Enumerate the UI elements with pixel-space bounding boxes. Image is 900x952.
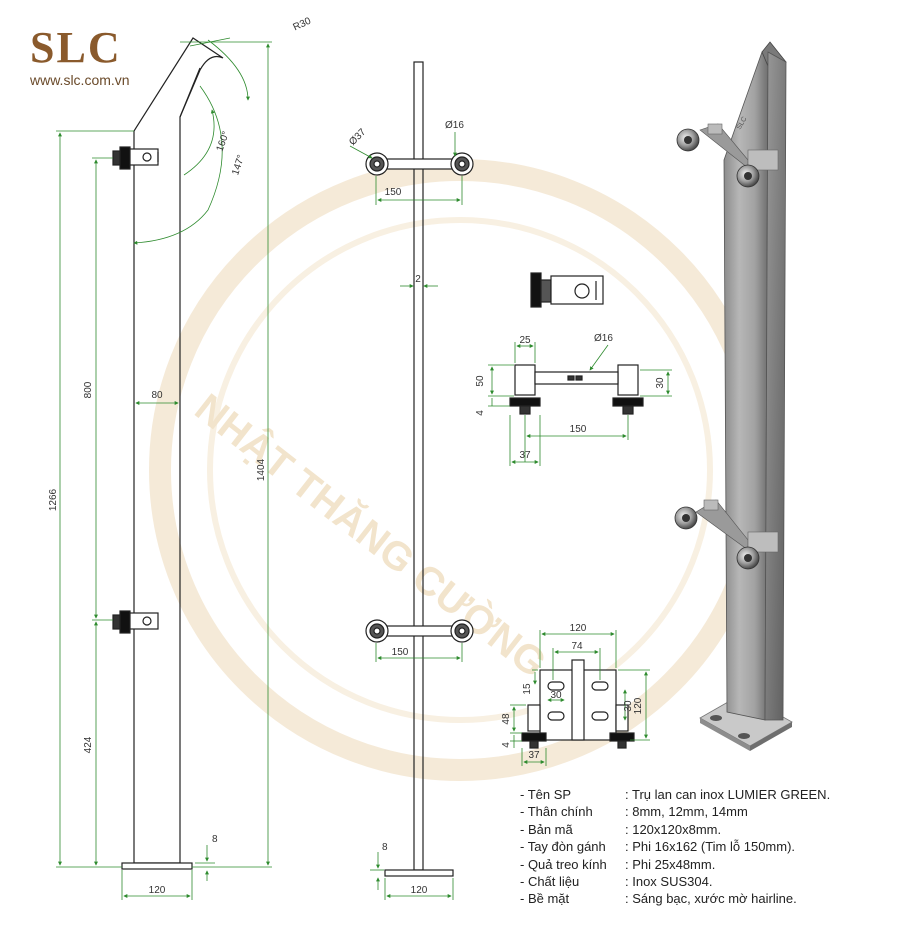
- dim-48: 48: [501, 713, 512, 725]
- dim-2: 2: [415, 274, 421, 285]
- spec-label: - Quả treo kính: [520, 856, 607, 872]
- dim-120-plate-top: 120: [570, 623, 587, 634]
- top-glass-holder: [112, 146, 159, 170]
- dim-d16-detail: Ø16: [594, 333, 613, 344]
- arm-detail-labels: 25 Ø16 50 4 30 150 37: [475, 333, 666, 461]
- spec-value: : Phi 25x48mm.: [625, 856, 716, 872]
- dim-80: 80: [151, 390, 163, 401]
- dim-15: 15: [522, 683, 533, 695]
- logo-url: www.slc.com.vn: [30, 72, 130, 88]
- dim-angle-147: 147°: [230, 154, 247, 177]
- spec-value: : Inox SUS304.: [625, 874, 713, 890]
- bottom-arm: [365, 619, 474, 643]
- post-outline: [133, 37, 224, 864]
- arm-detail: [509, 364, 644, 415]
- dim-4-plate: 4: [501, 742, 512, 748]
- spec-label: - Bản mã: [520, 821, 573, 837]
- dim-1404: 1404: [256, 458, 267, 481]
- arm-detail-dimensions: [488, 342, 672, 466]
- spec-row: - Tay đòn gánh : Phi 16x162 (Tim lỗ 150m…: [520, 838, 890, 855]
- left-elevation-view: [112, 37, 224, 870]
- dim-150-bottom: 150: [392, 647, 409, 658]
- dim-800: 800: [83, 381, 94, 398]
- dim-d16-mid: Ø16: [445, 120, 464, 131]
- left-view-dimensions: [56, 37, 272, 900]
- spec-row: - Quả treo kính : Phi 25x48mm.: [520, 856, 890, 873]
- dim-37-arm: 37: [519, 450, 531, 461]
- dim-8-mid: 8: [382, 842, 388, 853]
- left-view-labels: R30 160° 147° 1404 1266 800 424 80 120 8: [48, 15, 313, 896]
- dim-4-arm: 4: [475, 410, 486, 416]
- dim-150-arm: 150: [570, 424, 587, 435]
- plate-detail-dimensions: [510, 630, 650, 766]
- holder-detail: [530, 272, 604, 308]
- dim-120-mid: 120: [411, 885, 428, 896]
- spec-label: - Chất liệu: [520, 874, 580, 890]
- dim-8-left: 8: [212, 834, 218, 845]
- base-plate: [121, 862, 193, 870]
- dim-30-plate-h: 30: [550, 690, 562, 701]
- dim-37-plate: 37: [528, 750, 540, 761]
- spec-value: : Trụ lan can inox LUMIER GREEN.: [625, 787, 831, 802]
- middle-base-plate: [384, 869, 454, 877]
- spec-row: - Tên SP : Trụ lan can inox LUMIER GREEN…: [520, 786, 890, 803]
- dim-50: 50: [475, 375, 486, 387]
- dim-25: 25: [519, 335, 531, 346]
- middle-elevation-view: [365, 61, 474, 877]
- spec-row: - Bản mã : 120x120x8mm.: [520, 821, 890, 838]
- watermark: NHẬT THĂNG CƯỜNG: [149, 159, 771, 781]
- dim-angle-160: 160°: [215, 130, 232, 153]
- spec-label: - Tên SP: [520, 787, 572, 802]
- dim-424: 424: [83, 736, 94, 753]
- plate-detail-labels: 120 74 15 30 30 120 48 4 37: [501, 623, 644, 761]
- spec-value: : Phi 16x162 (Tim lỗ 150mm).: [625, 839, 796, 855]
- dim-1266: 1266: [48, 488, 59, 511]
- spec-value: : 8mm, 12mm, 14mm: [625, 804, 748, 820]
- dim-30-arm: 30: [655, 377, 666, 389]
- spec-label: - Tay đòn gánh: [520, 839, 606, 855]
- dim-74: 74: [571, 641, 583, 652]
- product-3d-render: SLC: [674, 41, 793, 751]
- dim-150-top: 150: [385, 187, 402, 198]
- spec-value: : 120x120x8mm.: [625, 821, 722, 837]
- dim-120-left: 120: [149, 885, 166, 896]
- spec-label: - Bề mặt: [520, 891, 570, 907]
- spec-value: : Sáng bạc, xước mờ hairline.: [625, 891, 797, 907]
- bottom-glass-holder: [112, 610, 159, 634]
- spec-label: - Thân chính: [520, 804, 593, 820]
- dim-30-plate-v: 30: [623, 700, 634, 712]
- spec-row: - Chất liệu : Inox SUS304.: [520, 873, 890, 890]
- dim-d37: Ø37: [347, 126, 368, 147]
- spec-row: - Bề mặt : Sáng bạc, xước mờ hairline.: [520, 890, 890, 907]
- dim-120-plate-side: 120: [633, 697, 644, 714]
- spec-list: - Tên SP : Trụ lan can inox LUMIER GREEN…: [520, 786, 890, 908]
- slc-logo: SLC www.slc.com.vn: [30, 26, 170, 94]
- plate-detail: [521, 659, 635, 749]
- logo-letters: SLC: [30, 23, 122, 72]
- spec-row: - Thân chính : 8mm, 12mm, 14mm: [520, 803, 890, 820]
- top-arm: [365, 152, 474, 176]
- dim-r30: R30: [292, 15, 314, 33]
- middle-view-dimensions: [349, 132, 463, 900]
